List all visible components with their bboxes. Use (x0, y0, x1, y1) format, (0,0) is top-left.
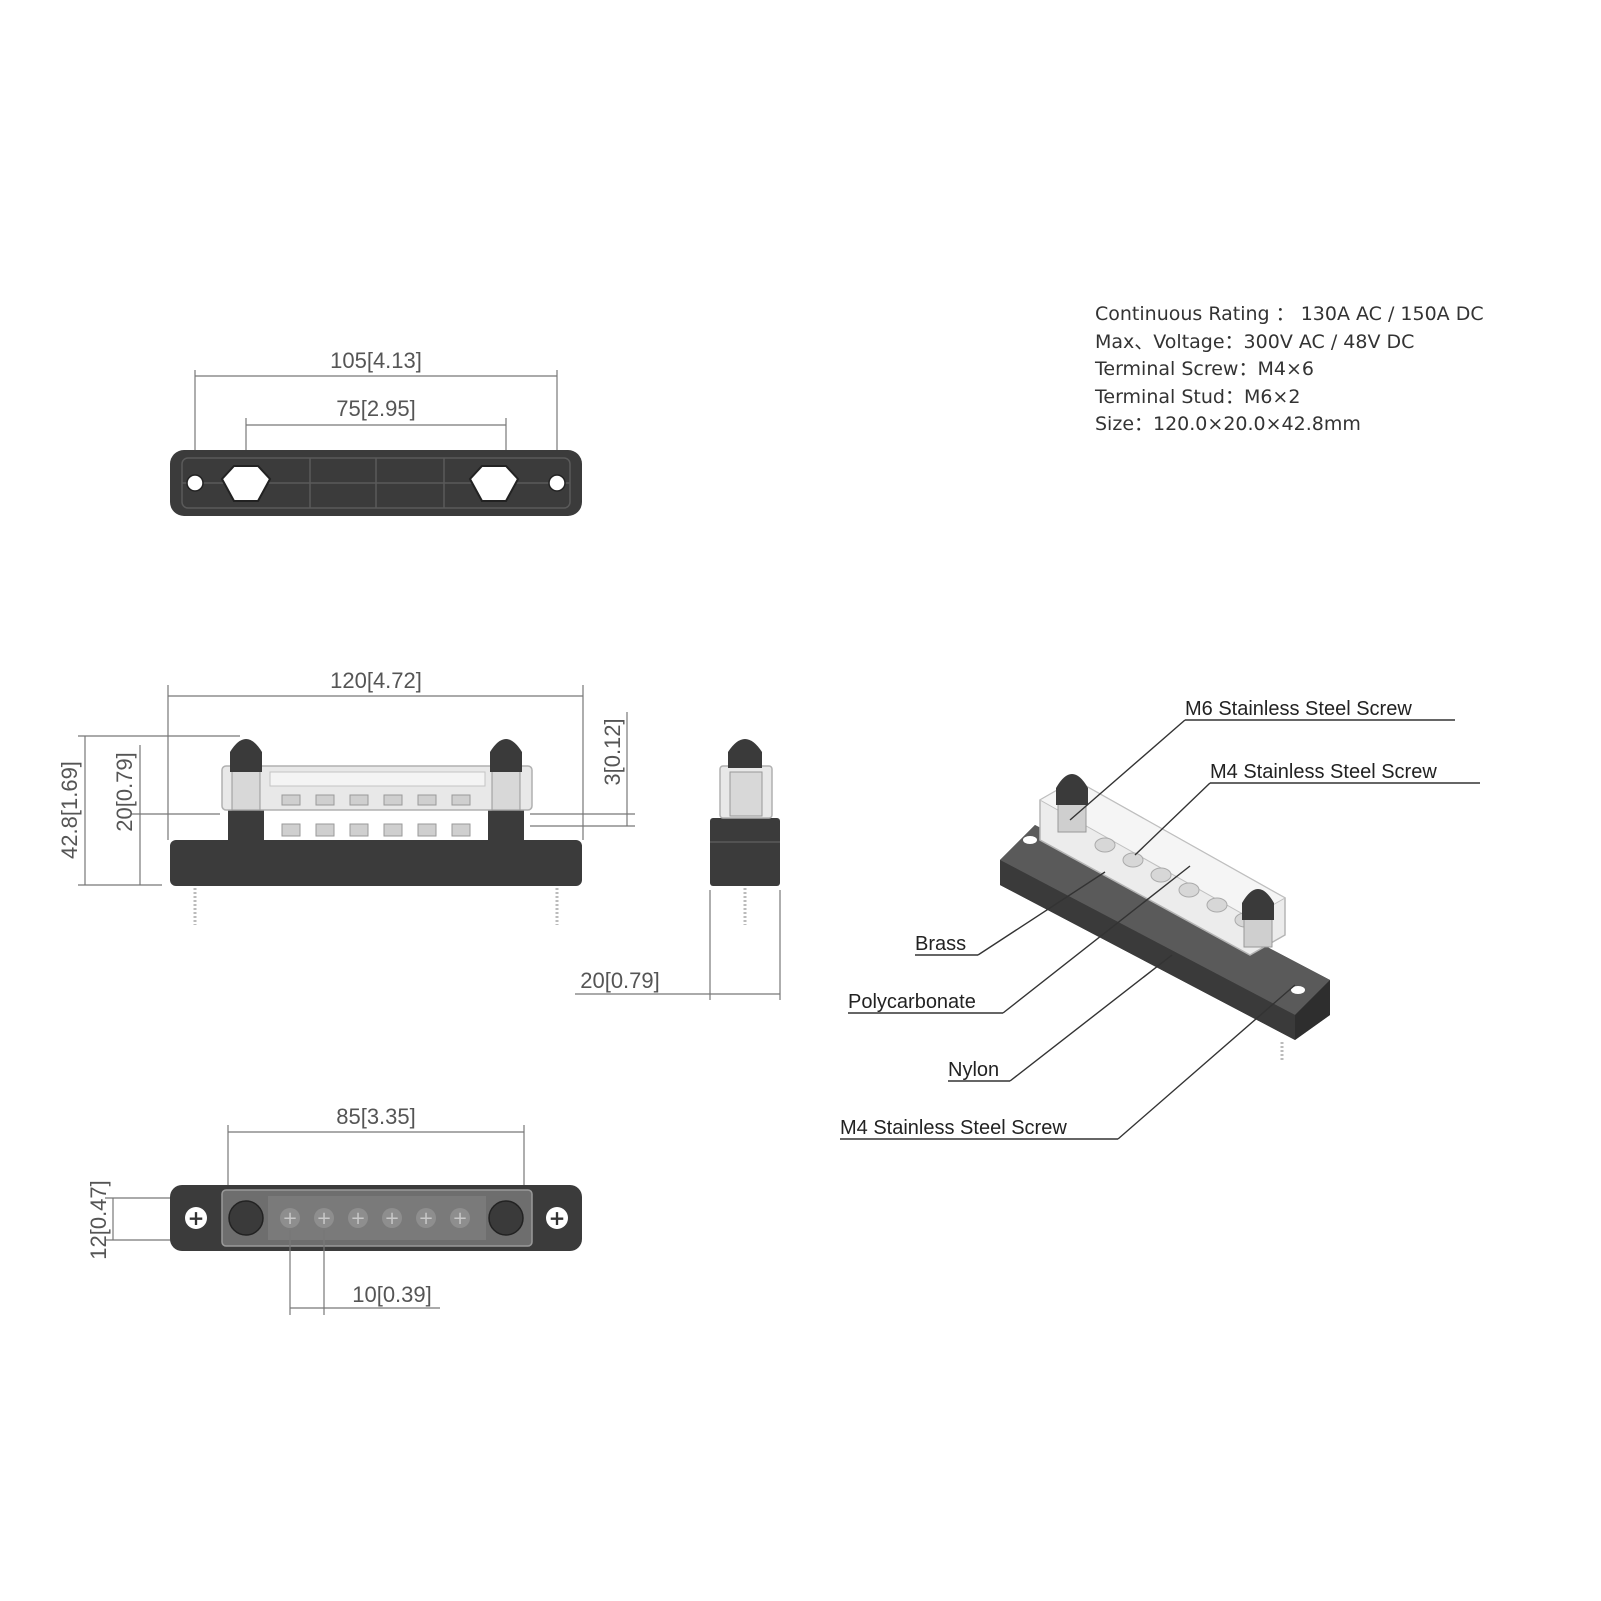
callouts: M6 Stainless Steel Screw M4 Stainless St… (840, 698, 1480, 1140)
svg-text:+: + (418, 1208, 433, 1229)
dim-side-width: 20[0.79] (580, 968, 660, 993)
dim-front-offset: 3[0.12] (600, 718, 625, 785)
spec-continuous-rating: Continuous Rating ： 130A AC / 150A DC (1095, 303, 1484, 325)
dim-front-height-total: 42.8[1.69] (57, 761, 82, 859)
callout-m4-screw-top: M4 Stainless Steel Screw (1210, 761, 1437, 783)
bottom-view-screw-left (185, 1207, 207, 1229)
dim-top-overall: 105[4.13] (330, 348, 422, 373)
front-view-post-right (488, 805, 524, 845)
callout-nylon: Nylon (948, 1059, 999, 1081)
svg-text:+: + (316, 1208, 331, 1229)
spec-size: Size：120.0×20.0×42.8mm (1095, 413, 1361, 435)
side-view-knob (728, 739, 762, 768)
callout-polycarbonate: Polycarbonate (848, 991, 976, 1013)
spec-terminal-stud: Terminal Stud：M6×2 (1094, 386, 1300, 408)
dim-top-studs: 75[2.95] (336, 396, 416, 421)
iso-knob-right (1242, 889, 1274, 920)
side-view-base (710, 818, 780, 886)
dim-bottom-width: 12[0.47] (86, 1180, 111, 1260)
front-view-knob-left (230, 739, 262, 772)
bottom-view-screw-right (546, 1207, 568, 1229)
svg-text:+: + (452, 1208, 467, 1229)
dim-front-height-base: 20[0.79] (112, 752, 137, 832)
dim-bottom-pitch: 10[0.39] (352, 1282, 432, 1307)
callout-m6-screw: M6 Stainless Steel Screw (1185, 698, 1412, 720)
front-view: 120[4.72] 42.8[1.69] 20[0.79] 3[0.12] (57, 668, 635, 925)
callout-brass: Brass (915, 933, 966, 955)
iso-knob-left (1056, 774, 1088, 805)
bottom-view-knob-right (488, 1200, 524, 1236)
front-view-screws (281, 794, 471, 837)
top-view: 105[4.13] 75[2.95] (170, 348, 582, 516)
side-view: 20[0.79] (575, 739, 781, 1000)
front-view-base (170, 840, 582, 886)
spec-terminal-screw: Terminal Screw：M4×6 (1094, 358, 1314, 380)
svg-text:+: + (350, 1208, 365, 1229)
mount-hole-left (186, 474, 204, 492)
specs-block: Continuous Rating ： 130A AC / 150A DC Ma… (1094, 303, 1484, 435)
isometric-view (1000, 774, 1330, 1060)
hex-nut-right (468, 465, 520, 502)
bottom-view: 85[3.35] 12[0.47] + + + + + + + + 10[0.3… (86, 1104, 582, 1315)
spec-max-voltage: Max、Voltage：300V AC / 48V DC (1095, 331, 1414, 353)
bottom-view-terminals: + + + + + + (280, 1208, 470, 1229)
front-view-post-left (228, 805, 264, 845)
mount-hole-right (548, 474, 566, 492)
svg-text:+: + (282, 1208, 297, 1229)
svg-text:+: + (188, 1206, 205, 1230)
hex-nut-left (220, 465, 272, 502)
dim-front-length: 120[4.72] (330, 668, 422, 693)
callout-m4-screw-bottom: M4 Stainless Steel Screw (840, 1117, 1067, 1139)
svg-text:+: + (384, 1208, 399, 1229)
front-view-knob-right (490, 739, 522, 772)
bottom-view-knob-left (228, 1200, 264, 1236)
dim-bottom-span: 85[3.35] (336, 1104, 416, 1129)
svg-text:+: + (549, 1206, 566, 1230)
